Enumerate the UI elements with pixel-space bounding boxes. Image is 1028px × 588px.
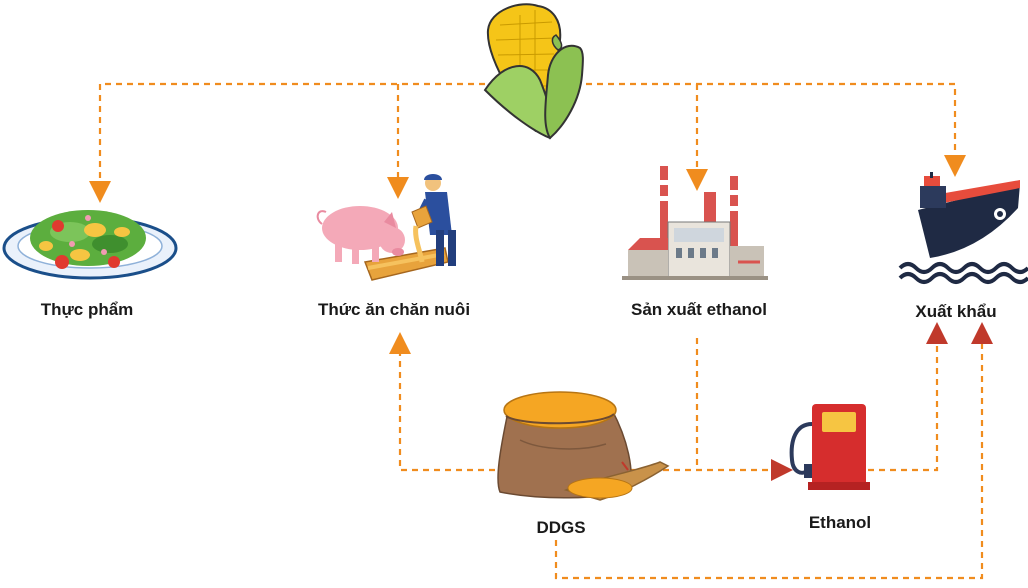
salad-plate-icon xyxy=(2,210,178,280)
label-ddgs: DDGS xyxy=(536,518,586,537)
corn-icon xyxy=(483,3,584,140)
label-ethanol-production: Sản xuất ethanol xyxy=(630,300,768,319)
connector-ddgs-to-feed xyxy=(389,332,495,472)
factory-icon xyxy=(622,166,768,280)
label-export: Xuất khẩu xyxy=(915,302,997,321)
label-food: Thực phẩm xyxy=(40,300,134,319)
connector-corn-to-food xyxy=(89,82,485,203)
ship-icon xyxy=(898,172,1028,284)
connector-corn-to-ethanol-production xyxy=(575,82,966,177)
label-animal-feed: Thức ăn chăn nuôi xyxy=(317,300,471,319)
return-connectors xyxy=(554,322,993,580)
pig-feeding-icon xyxy=(316,174,456,281)
fuel-pump-icon xyxy=(789,404,870,490)
label-ethanol: Ethanol xyxy=(808,513,872,532)
grain-sack-icon xyxy=(497,391,670,501)
connector-ethanol-to-export xyxy=(868,322,948,472)
connector-ddgs-to-export xyxy=(554,322,993,580)
